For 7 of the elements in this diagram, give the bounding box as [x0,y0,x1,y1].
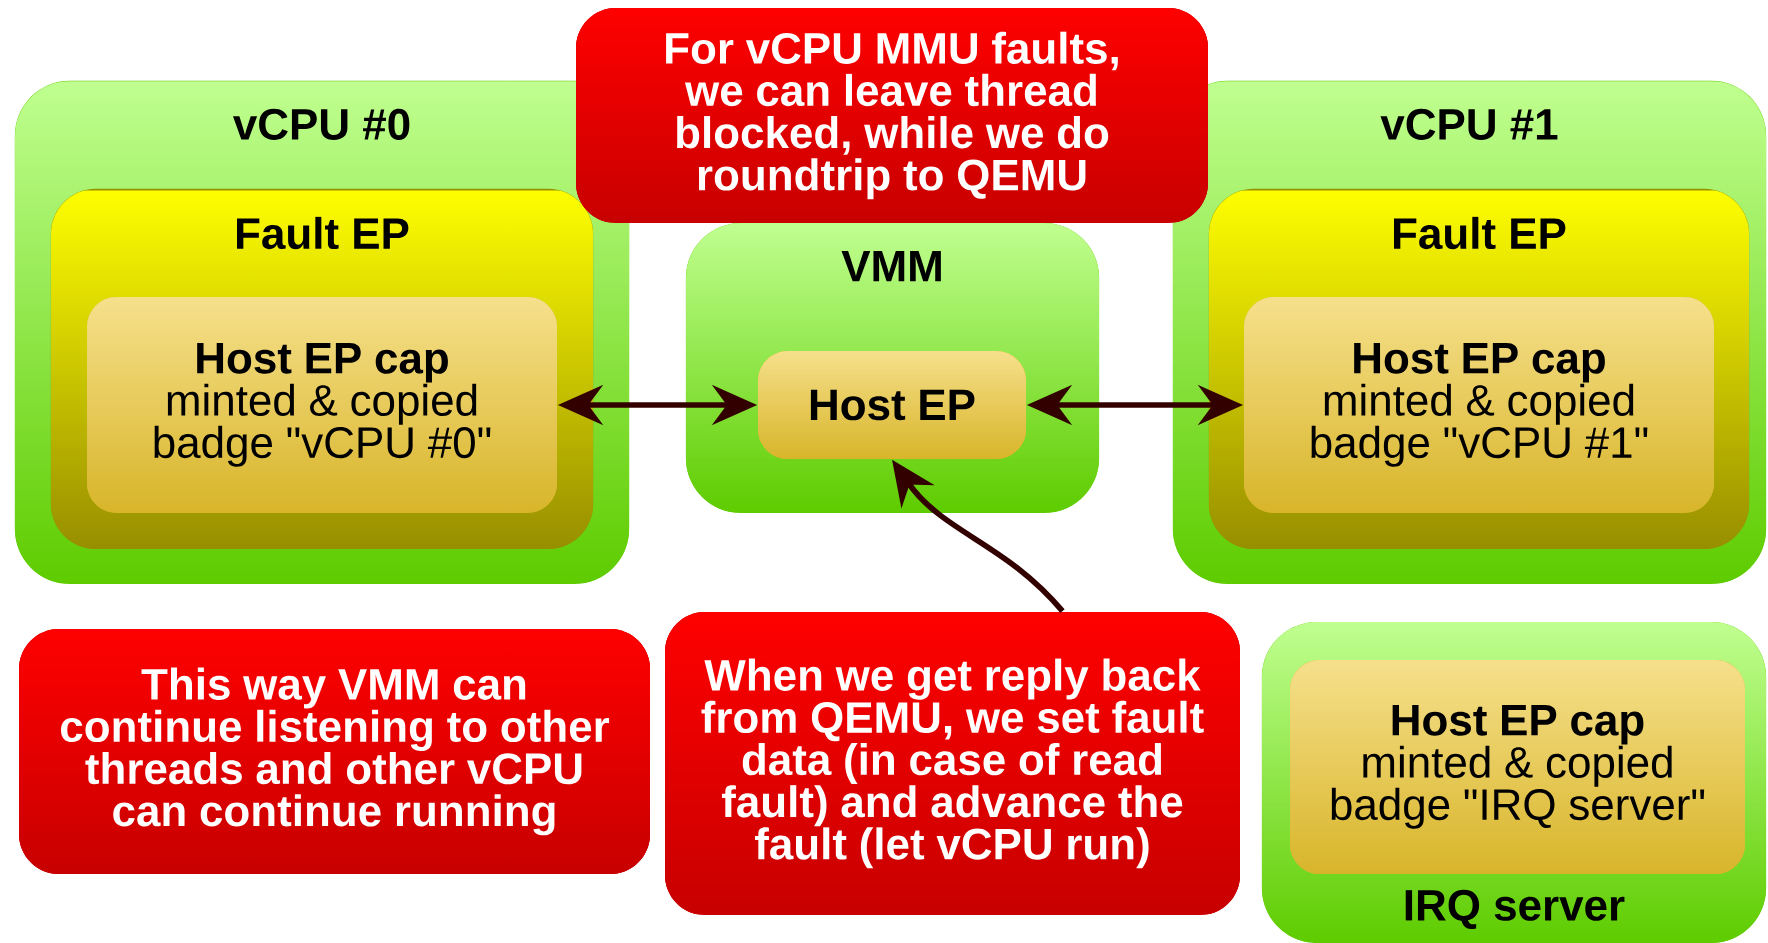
endpoint-box: Host EP cap minted & copied badge "vCPU #0" [87,297,557,513]
endpoint-box: Host EP cap minted & copied badge "vCPU #1" [1244,297,1714,513]
endpoint-box: Host EP [758,351,1026,459]
callout-box: This way VMM can continue listening to other threads and other vCPU can continue running [19,629,650,874]
endpoint-box: Host EP cap minted & copied badge "IRQ server" [1290,660,1745,874]
callout-box: When we get reply back from QEMU, we set fault data (in case of read fault) and advance the fault (let vCPU run) [665,612,1240,915]
callout-box: For vCPU MMU faults, we can leave thread blocked, while we do roundtrip to QEMU [576,8,1208,223]
